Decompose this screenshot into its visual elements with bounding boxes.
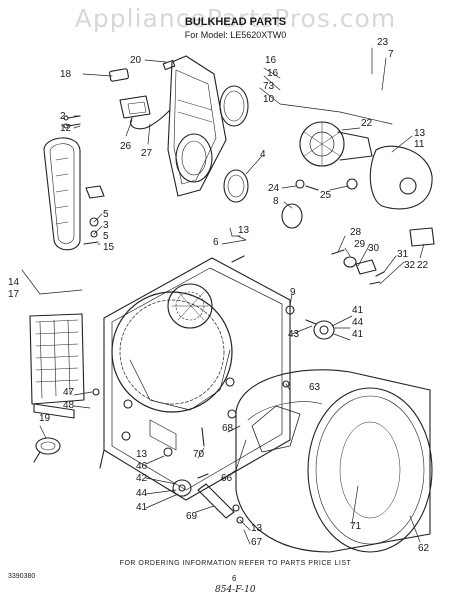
callout-label: 48 [63,400,75,411]
document-code: 3390380 [8,573,36,580]
dryer-drum [235,369,433,553]
callout-label: 46 [136,461,148,472]
callout-label: 13 [136,449,148,460]
callout-label: 16 [267,68,279,79]
callout-label: 29 [354,239,366,250]
air-duct-housing [167,55,249,197]
drive-belt [43,137,81,251]
callout-label: 22 [361,118,373,129]
callout-label: 44 [352,317,364,328]
callout-label: 15 [103,242,115,253]
callout-label: 27 [141,148,153,159]
callout-label: 43 [288,329,300,340]
callout-label: 19 [39,413,51,424]
callout-label: 13 [251,523,263,534]
callout-label: 63 [309,382,321,393]
callout-label: 67 [251,537,263,548]
callout-label: 4 [260,149,266,160]
callout-label: 12 [60,123,72,134]
callout-label: 30 [368,243,380,254]
heater-element [29,313,100,419]
callout-label: 9 [290,287,296,298]
callout-label: 14 [8,277,20,288]
ordering-note: FOR ORDERING INFORMATION REFER TO PARTS … [119,560,352,567]
callout-label: 24 [268,183,280,194]
callout-label: 13 [414,128,426,139]
screws-2-12 [63,115,81,129]
callout-label: 66 [221,473,233,484]
blower-motor [299,121,435,247]
callout-label: 41 [136,502,148,513]
callout-label: 73 [263,81,275,92]
fan-parts [281,178,358,229]
callout-label: 11 [414,139,425,150]
idler-assembly [83,185,105,245]
callout-label: 18 [60,69,72,80]
callout-label: 44 [136,488,148,499]
leader-lines [21,47,425,545]
callout-label: 32 [404,260,416,271]
callout-label: 71 [350,521,362,532]
callout-label: 31 [397,249,409,260]
bulkhead-panel [99,255,291,501]
switch-parts [331,249,385,285]
page-title: BULKHEAD PARTS [184,16,287,28]
callout-label: 42 [136,473,148,484]
drum-support [197,483,244,524]
roller-parts [285,305,335,340]
callout-label: 28 [350,227,362,238]
callout-label: 20 [130,55,142,66]
callout-label: 69 [186,511,198,522]
callout-label: 5 [103,209,109,220]
callout-label: 70 [193,449,205,460]
callout-label: 68 [222,423,234,434]
callout-label: 25 [320,190,332,201]
callout-label: 17 [8,289,20,300]
callout-label: 6 [213,237,219,248]
callout-label: 3 [103,220,109,231]
handwritten-note: 854-F-10 [215,585,256,595]
callout-label: 13 [238,225,250,236]
page-number: 6 [232,574,237,583]
callout-label: 7 [388,49,394,60]
clamp-19 [33,437,61,463]
callout-label: 26 [120,141,132,152]
callout-label: 2 [60,111,66,122]
callout-label: 62 [418,543,430,554]
callout-label: 47 [63,387,75,398]
seal-4 [223,169,249,203]
callout-label: 5 [103,231,109,242]
lower-roller-parts [163,427,209,497]
callout-label: 41 [352,305,364,316]
callout-label: 16 [265,55,277,66]
callout-label: 22 [417,260,429,271]
thermostat-parts [109,59,176,130]
callout-label: 41 [352,329,364,340]
model-subtitle: For Model: LE5620XTW0 [184,30,287,40]
watermark: AppliancePartsPros.com [74,4,397,33]
callout-label: 23 [377,37,389,48]
callout-label: 10 [263,94,275,105]
callout-label: 8 [273,196,279,207]
